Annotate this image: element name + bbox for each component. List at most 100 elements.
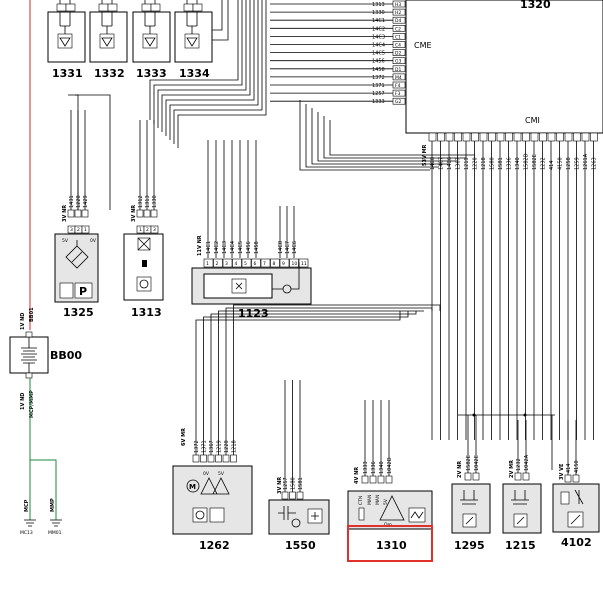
connector-1215: 2V MR (509, 460, 515, 478)
pin-label: 6 (254, 261, 257, 267)
ecu-bottom-wire-label: 1581 (498, 157, 504, 170)
pin-label: 4 (235, 261, 238, 267)
ecu-pin-label: C4 (395, 43, 401, 49)
wire-label: 1581 (298, 477, 304, 490)
pin-box (241, 258, 252, 268)
ecu-bottom-wire-label: 414 (549, 160, 555, 170)
ecu-bottom-wire-label: 4150 (558, 157, 564, 170)
ecu-pin-label: F4 (395, 83, 401, 89)
pin-box (81, 209, 89, 218)
pin-box (230, 454, 237, 463)
svg-text:MAN: MAN (375, 495, 381, 505)
ecu-wire-label: 14C1 (372, 18, 385, 24)
ecu-bottom-wire-label: 1261A (583, 153, 589, 170)
pin-label: 10 (292, 261, 298, 267)
ecu-bottom-wire-label: 1263 (592, 157, 598, 170)
pin-box (377, 475, 385, 484)
pin-box (472, 472, 480, 481)
ecu-pin-label: C2 (395, 26, 401, 32)
pin-box (136, 209, 144, 218)
pin-label: 3 (225, 261, 228, 267)
pin-box (270, 258, 280, 268)
connector-1295: 2V NR (457, 461, 463, 478)
pin-box (296, 491, 304, 500)
label-0v: 0V (90, 238, 97, 244)
pin-box (572, 474, 580, 483)
ecu-bottom-wire-label: 1258 (566, 157, 572, 170)
ecu-pin-label: H2 (395, 10, 401, 16)
wire-label: 1372 (194, 440, 200, 453)
ecu-bottom-wire-label: 1219 (464, 157, 470, 170)
ecu-bottom-wire-label: 14C8 (430, 157, 436, 170)
ecu-1320: 1320 CME CMI (405, 0, 603, 134)
connector-1123: 11V NR (197, 235, 203, 256)
ecu-bottom-wire-label: 1582E (532, 154, 538, 170)
label-1215: 1215 (505, 539, 536, 552)
label-1262: 1262 (199, 539, 230, 552)
wire-label: 1313 (145, 195, 151, 208)
pin-label: 7 (263, 261, 266, 267)
ecu-pin-label: G3 (395, 59, 401, 65)
ecu-wire-label: 14C5 (372, 51, 385, 57)
ecu-bottom-wire-label: 14C7 (439, 157, 445, 170)
ecu-wire-label: 14C3 (372, 34, 385, 40)
svg-text:5V: 5V (383, 498, 389, 505)
wire-label: 4150 (574, 460, 580, 473)
ground-mmp: MMP MM01 (48, 498, 62, 536)
wire-label: 14C6 (292, 241, 298, 254)
pin-label: 9 (282, 261, 285, 267)
wire-label: 14C5 (238, 241, 244, 254)
wire-bb01: BB01 (29, 307, 35, 322)
pin-box (289, 258, 299, 268)
ecu-wire-label: 1458 (372, 67, 385, 73)
pin-box (207, 454, 215, 463)
svg-text:1: 1 (84, 227, 87, 233)
wire-label: 1042A (524, 454, 530, 471)
wire-label: 14C3 (222, 241, 228, 254)
pin-box (150, 209, 158, 218)
pin-box (289, 491, 296, 500)
wire-label: 14C2 (214, 241, 220, 254)
ecu-wire-label: 1333 (372, 99, 385, 105)
wire-label: 1219 (217, 440, 223, 453)
wire-label: 1333 (363, 461, 369, 474)
wire-label: 1336 (371, 461, 377, 474)
wire-label: 14C8 (278, 241, 284, 254)
ecu-wire-label: 14C2 (372, 26, 385, 32)
svg-text:MAN: MAN (367, 495, 373, 505)
svg-text:MC13: MC13 (20, 530, 33, 536)
wire-label: 1431 (69, 195, 75, 208)
wire-label: 14C1 (206, 241, 212, 254)
ecu-bottom-wire-label: 1259 (575, 157, 581, 170)
ecu-label: 1320 (520, 0, 551, 11)
ecu-bottom-wire-label: 1218 (481, 157, 487, 170)
ecu-pin-label: G2 (395, 99, 401, 105)
wire-label: 14C7 (285, 241, 291, 254)
connector-1550: 3V NR (277, 477, 283, 494)
c1310-pin-labels: CTN MAN MAN 5V (358, 495, 389, 505)
highlight-1310 (347, 525, 433, 562)
wire-label: 1456 (246, 241, 252, 254)
ecu-bottom-wire-label: 1582D (524, 153, 530, 170)
connector-bb00-bottom: 1V ND (20, 393, 26, 410)
ecu-wire-label: 1330 (372, 10, 385, 16)
pin-label: 2 (216, 261, 219, 267)
label-1313: 1313 (131, 306, 162, 319)
ecu-bottom-wire-label: 1580 (490, 157, 496, 170)
pin-box (514, 472, 522, 481)
pin-box (464, 472, 472, 481)
sensor-1333 (132, 0, 171, 63)
svg-text:1: 1 (139, 227, 142, 233)
pin-box (67, 209, 75, 218)
svg-text:5V: 5V (218, 471, 225, 477)
pin-label: 1 (206, 261, 209, 267)
label-1325: 1325 (63, 306, 94, 319)
